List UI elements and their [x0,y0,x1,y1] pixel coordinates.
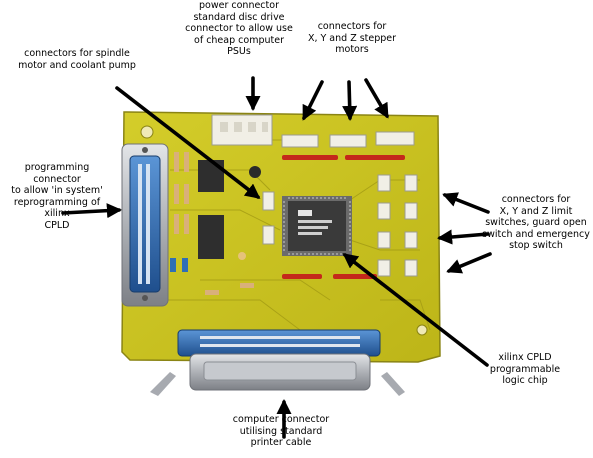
pcb-board [121,111,441,363]
label-programming: programming connector to allow 'in syste… [11,162,103,231]
computer-connector [150,329,405,396]
label-computer: computer connector utilising standard pr… [232,414,330,448]
arrow-limits-mid [436,229,490,245]
arrow-limits-low [446,252,492,274]
arrow-stepper-z [364,78,389,119]
arrow-programming [61,203,123,219]
label-power: power connector standard disc drive conn… [185,0,293,57]
arrow-limits-top [442,192,490,214]
label-steppers: connectors for X, Y and Z stepper motors [307,21,397,55]
stepper-motor-connectors [281,131,415,148]
label-cpld: xilinx CPLD programmable logic chip [489,352,561,386]
arrow-stepper-x [302,80,324,121]
power-connector [211,114,273,146]
callout-arrows [61,76,492,439]
limit-switch-connectors [377,174,418,277]
arrow-spindle [115,86,261,199]
arrow-cpld [342,253,489,367]
label-limits: connectors for X, Y and Z limit switches… [482,194,590,251]
spindle-connectors [262,191,275,245]
arrow-stepper-y [342,80,358,122]
small-ics [198,160,224,259]
passive-components [170,152,261,295]
label-spindle: connectors for spindle motor and coolant… [18,48,136,71]
red-strips [282,155,405,279]
cpld-chip [282,196,352,256]
programming-connector [121,143,169,307]
